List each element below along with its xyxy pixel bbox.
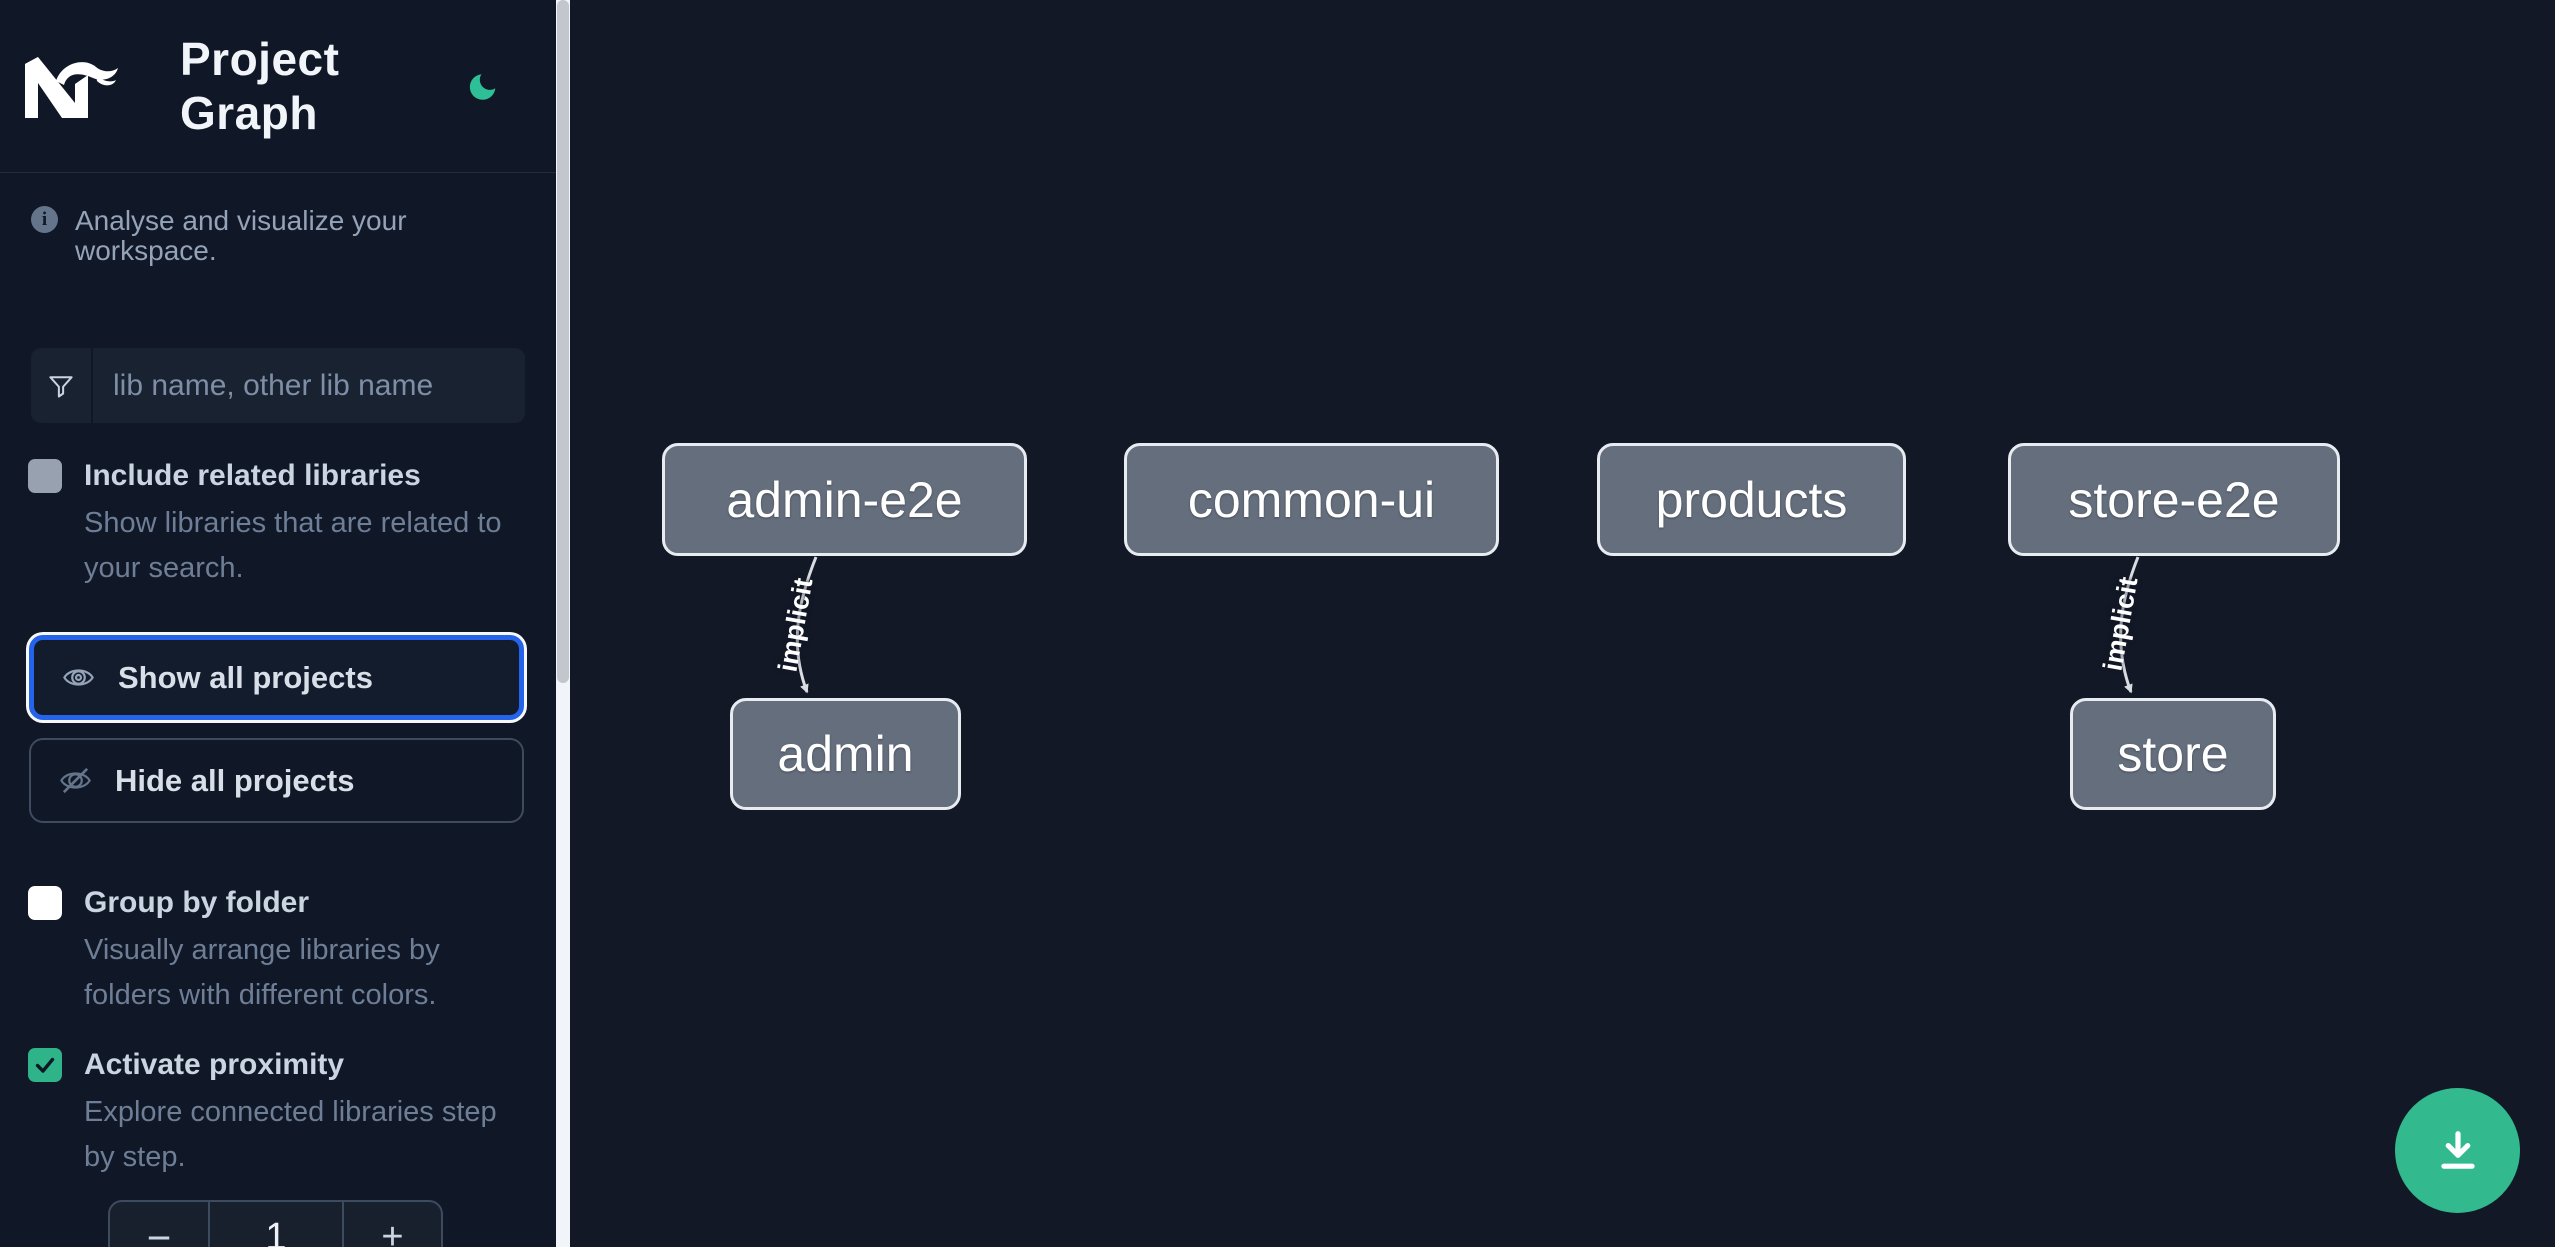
graph-node-store-e2e[interactable]: store-e2e <box>2008 443 2340 556</box>
check-icon <box>35 1057 55 1073</box>
eye-icon <box>61 660 96 695</box>
filter-icon <box>31 348 93 423</box>
info-text: Analyse and visualize your workspace. <box>75 205 407 266</box>
option-description: Visually arrange libraries by folders wi… <box>84 934 440 1011</box>
search-input[interactable] <box>93 348 525 423</box>
option-label: Group by folder <box>84 886 309 919</box>
search-box <box>31 348 525 423</box>
activate-proximity-checkbox[interactable] <box>28 1048 62 1082</box>
nx-logo <box>25 54 123 118</box>
proximity-value: 1 <box>208 1202 344 1247</box>
page-title: Project Graph <box>180 33 340 139</box>
graph-node-common-ui[interactable]: common-ui <box>1124 443 1499 556</box>
option-description: Show libraries that are related to your … <box>84 507 502 584</box>
download-button[interactable] <box>2395 1088 2520 1213</box>
graph-edge <box>2119 556 2140 694</box>
option-activate-proximity: Activate proximity Explore connected lib… <box>28 1045 542 1180</box>
option-label: Include related libraries <box>84 459 421 492</box>
edge-layer <box>795 556 2140 694</box>
show-all-projects-button[interactable]: Show all projects <box>29 635 524 720</box>
increment-button[interactable]: + <box>381 1216 404 1247</box>
sidebar-scrollbar-thumb[interactable] <box>557 0 569 683</box>
graph-node-products[interactable]: products <box>1597 443 1906 556</box>
option-description: Explore connected libraries step by step… <box>84 1096 497 1173</box>
option-include-related: Include related libraries Show libraries… <box>28 456 542 591</box>
proximity-stepper: − 1 + <box>108 1200 443 1247</box>
graph-node-admin[interactable]: admin <box>730 698 961 810</box>
moon-icon[interactable] <box>467 70 500 103</box>
decrement-button[interactable]: − <box>146 1213 172 1247</box>
download-icon <box>2432 1125 2484 1177</box>
graph-node-admin-e2e[interactable]: admin-e2e <box>662 443 1027 556</box>
button-label: Show all projects <box>118 659 373 695</box>
info-icon: i <box>31 206 58 233</box>
graph-node-store[interactable]: store <box>2070 698 2276 810</box>
option-label: Activate proximity <box>84 1048 345 1081</box>
sidebar: Project Graph i Analyse and visualize yo… <box>0 0 570 1247</box>
workspace-info: i Analyse and visualize your workspace. <box>31 206 542 266</box>
sidebar-scrollbar-track[interactable] <box>556 0 570 1247</box>
group-by-folder-checkbox[interactable] <box>28 886 62 920</box>
include-related-checkbox[interactable] <box>28 459 62 493</box>
button-label: Hide all projects <box>115 762 355 798</box>
eye-off-icon <box>58 763 93 798</box>
sidebar-header: Project Graph <box>0 0 570 173</box>
graph-edge <box>795 556 818 694</box>
hide-all-projects-button[interactable]: Hide all projects <box>29 738 524 823</box>
option-group-by-folder: Group by folder Visually arrange librari… <box>28 883 542 1018</box>
